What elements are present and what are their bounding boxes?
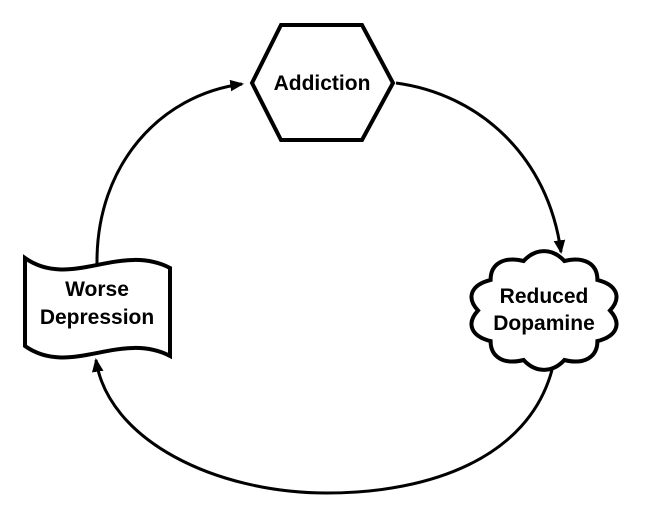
reduced-dopamine-label-line2: Dopamine [493, 312, 595, 335]
worse-depression-label-line1: Worse [65, 278, 129, 301]
reduced-dopamine-cloud-shape [469, 249, 619, 372]
edge-reduced-dopamine-to-worse-depression [92, 357, 554, 495]
diagram-labels: Addiction Reduced Dopamine Worse Depress… [40, 72, 595, 335]
addiction-label: Addiction [274, 72, 371, 95]
reduced-dopamine-label-line1: Reduced [500, 285, 589, 308]
edge-addiction-to-reduced-dopamine [395, 81, 566, 255]
edge-worse-depression-to-addiction [95, 79, 245, 265]
worse-depression-label-line2: Depression [40, 306, 154, 329]
worse-depression-wave-shape [23, 254, 172, 360]
diagram-strokes [23, 23, 619, 495]
addiction-hexagon-shape [249, 23, 396, 142]
